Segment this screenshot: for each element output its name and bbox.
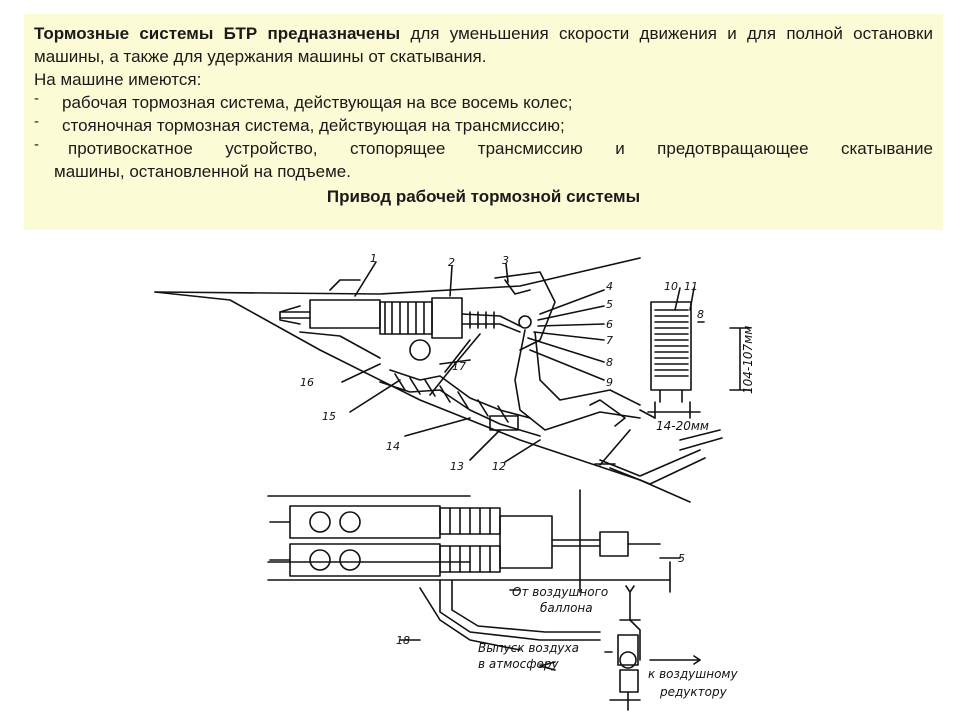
has-label: На машине имеются: [34,70,202,89]
dimension-horizontal: 14-20мм [656,419,709,433]
callout-label: 15 [322,410,336,423]
label-from-tank-2: баллона [540,601,593,615]
callout-label: 12 [492,460,506,473]
callout-label: 6 [606,318,613,331]
label-to-reducer: к воздушному [648,667,738,681]
intro-rest: для уменьшения скорости движения и для п… [34,24,933,66]
callout-label: 11 [684,280,698,293]
callout-label: 5 [606,298,613,311]
list-item-text: противоскатное устройство, стопорящее тр… [68,139,933,158]
list-item-continuation: машины, остановленной на подъеме. [54,162,351,181]
callout-label: 3 [502,254,509,267]
callout-label: 5 [678,552,685,565]
callout-label: 7 [606,334,613,347]
callout-label: 4 [606,280,613,293]
callout-label: 1 [370,252,377,265]
callout-label: 8 [697,308,704,321]
callout-label: 9 [606,376,613,389]
callout-label: 13 [450,460,464,473]
callout-label: 18 [396,634,410,647]
label-exhaust: Выпуск воздуха [478,641,579,655]
list-item: - противоскатное устройство, стопорящее … [34,136,933,160]
callout-label: 8 [606,356,613,369]
label-exhaust-2: в атмосферу [478,657,559,671]
callout-label: 10 [664,280,678,293]
label-from-tank: От воздушного [512,585,608,599]
dimension-vertical: 104-107мм [741,326,755,394]
dash-bullet: - [34,90,39,107]
label-to-reducer-2: редуктору [659,685,728,699]
list-item: - рабочая тормозная система, действующая… [34,90,933,114]
dash-bullet: - [34,113,39,130]
intro-paragraph: Тормозные системы БТР предназначены для … [34,22,933,68]
brake-drive-diagram: 1 2 3 4 5 6 7 8 9 10 11 8 12 13 14 15 16… [154,252,755,711]
callout-label: 16 [300,376,314,389]
callout-label: 14 [386,440,400,453]
list-item-text: рабочая тормозная система, действующая н… [62,93,573,112]
intro-bold: Тормозные системы БТР предназначены [34,24,401,43]
dash-bullet: - [34,136,39,153]
list-item: - стояночная тормозная система, действую… [34,113,933,137]
text-panel: Тормозные системы БТР предназначены для … [24,14,943,230]
section-subtitle: Привод рабочей тормозной системы [326,187,641,206]
list-item-text: стояночная тормозная система, действующа… [62,116,565,135]
callout-label: 17 [452,360,466,373]
callout-label: 2 [448,256,455,269]
